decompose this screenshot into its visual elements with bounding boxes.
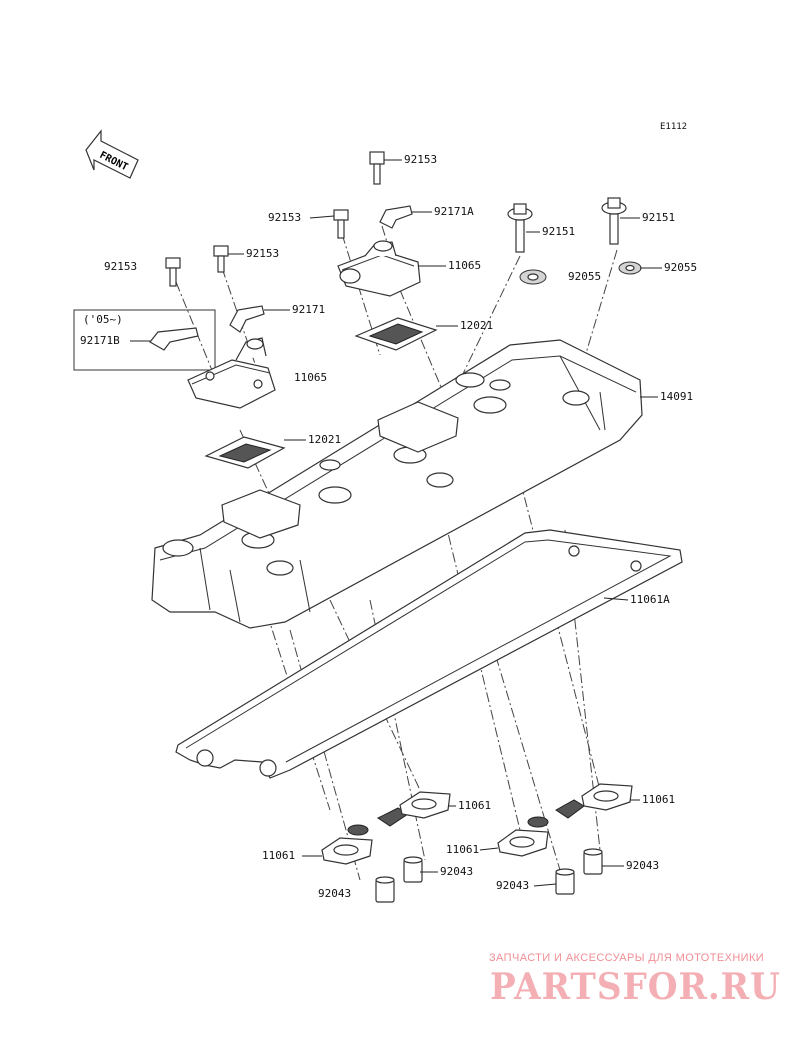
label-92043-left: 92043 <box>318 887 352 900</box>
label-11061-right: 11061 <box>642 793 676 806</box>
label-92055-left: 92055 <box>568 270 602 283</box>
gasket-11061A <box>175 529 683 779</box>
label-11065-front: 11065 <box>448 259 482 272</box>
label-92055-right: 92055 <box>664 261 698 274</box>
label-92153-mid: 92153 <box>268 211 302 224</box>
label-92043-lower: 92043 <box>496 879 530 892</box>
label-92171: 92171 <box>292 303 326 316</box>
label-92153-left: 92153 <box>104 260 138 273</box>
front-arrow-icon: FRONT <box>85 129 139 179</box>
label-92043-center: 92043 <box>440 865 474 878</box>
bolt-92151-icons <box>507 197 627 253</box>
label-92153-center: 92153 <box>246 247 280 260</box>
label-92153-top: 92153 <box>404 153 438 166</box>
label-11061-center: 11061 <box>458 799 492 812</box>
inset-box <box>73 309 216 371</box>
reed-12021-front <box>354 317 438 351</box>
watermark-tagline: ЗАПЧАСТИ И АКСЕССУАРЫ ДЛЯ МОТОТЕХНИКИ <box>489 952 765 964</box>
label-12021-rear: 12021 <box>308 433 342 446</box>
label-12021-front: 12021 <box>460 319 494 332</box>
inset-label: ('05~) <box>83 313 123 326</box>
label-11061A: 11061A <box>630 593 670 606</box>
diagram-code: E1112 <box>660 122 688 132</box>
label-92171A: 92171A <box>434 205 474 218</box>
label-92043-right: 92043 <box>626 859 660 872</box>
label-11061-left: 11061 <box>262 849 296 862</box>
label-14091: 14091 <box>660 390 694 403</box>
leader-lines <box>130 159 662 887</box>
valve-cover-14091 <box>151 339 643 629</box>
clamp-icons <box>149 205 413 351</box>
label-11061-lower: 11061 <box>446 843 480 856</box>
breather-cover-11065-front <box>337 240 421 297</box>
label-92151-right: 92151 <box>642 211 676 224</box>
dowel-92043-icons <box>375 848 603 903</box>
label-11065-rear: 11065 <box>294 371 328 384</box>
plug-gasket-11061-icons <box>321 783 633 865</box>
breather-cover-11065-rear <box>187 337 276 409</box>
reed-12021-rear <box>204 436 286 469</box>
label-92171B: 92171B <box>80 334 120 347</box>
bolt-92153-icons <box>165 151 385 287</box>
label-92151-left: 92151 <box>542 225 576 238</box>
watermark-logo: PARTSFOR.RU <box>490 966 781 1008</box>
